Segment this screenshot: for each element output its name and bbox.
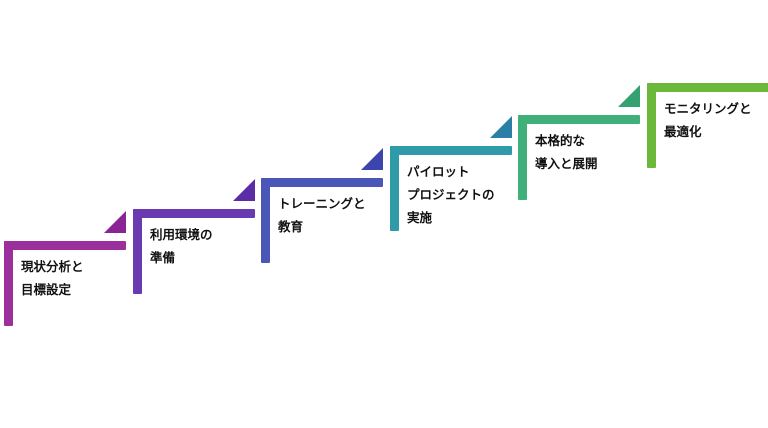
step-6-label-line1: モニタリングと xyxy=(664,101,752,116)
step-6-label-line2: 最適化 xyxy=(664,124,702,139)
step-4-post xyxy=(390,146,399,231)
step-1-bar xyxy=(4,241,126,250)
step-4-label: パイロット プロジェクトの 実施 xyxy=(407,160,495,229)
step-2-bar xyxy=(133,209,255,218)
step-5-post xyxy=(518,115,527,200)
step-6-label: モニタリングと 最適化 xyxy=(664,97,752,143)
step-4-label-line1: パイロット xyxy=(407,164,470,179)
step-1-label-line2: 目標設定 xyxy=(21,282,72,297)
step-4-label-line2: プロジェクトの xyxy=(407,187,495,202)
step-5-label: 本格的な 導入と展開 xyxy=(535,129,598,175)
step-2-post xyxy=(133,209,142,294)
step-5-bar xyxy=(518,115,640,124)
step-3-label: トレーニングと 教育 xyxy=(278,192,366,238)
step-2-label: 利用環境の 準備 xyxy=(150,223,213,269)
step-5-label-line2: 導入と展開 xyxy=(535,156,598,171)
step-3-label-line1: トレーニングと xyxy=(278,196,366,211)
step-4: パイロット プロジェクトの 実施 xyxy=(390,116,512,231)
step-4-bar xyxy=(390,146,512,155)
step-6-bar xyxy=(647,83,768,92)
step-2-label-line2: 準備 xyxy=(150,250,176,265)
step-4-label-line3: 実施 xyxy=(407,210,433,225)
step-3-label-line2: 教育 xyxy=(278,219,304,234)
step-3: トレーニングと 教育 xyxy=(261,148,383,263)
step-6: モニタリングと 最適化 xyxy=(647,83,768,168)
step-5-arrowhead xyxy=(618,85,640,107)
step-6-post xyxy=(647,83,656,168)
step-3-arrowhead xyxy=(361,148,383,170)
step-4-arrowhead xyxy=(490,116,512,138)
step-1-label: 現状分析と 目標設定 xyxy=(21,255,84,301)
step-1: 現状分析と 目標設定 xyxy=(4,211,126,326)
step-3-bar xyxy=(261,178,383,187)
step-2-label-line1: 利用環境の xyxy=(150,227,213,242)
step-3-post xyxy=(261,178,270,263)
step-5: 本格的な 導入と展開 xyxy=(518,85,640,200)
step-2: 利用環境の 準備 xyxy=(133,179,255,294)
step-5-label-line1: 本格的な xyxy=(535,133,586,148)
step-1-post xyxy=(4,241,13,326)
step-1-label-line1: 現状分析と xyxy=(21,259,84,274)
step-1-arrowhead xyxy=(104,211,126,233)
step-2-arrowhead xyxy=(233,179,255,201)
